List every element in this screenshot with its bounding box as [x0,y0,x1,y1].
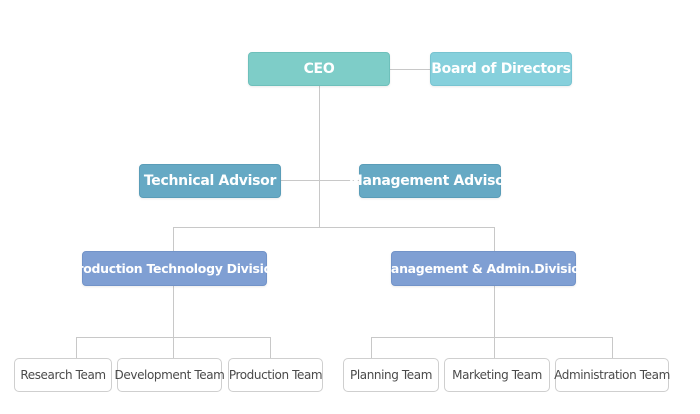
planning-team-box: Planning Team [343,358,439,392]
technical-advisor-box: Technical Advisor [139,164,281,198]
research-team-box: Research Team [14,358,112,392]
administration-team-box: Administration Team [554,358,670,392]
board-of-directors-box: Board of Directors [430,52,572,86]
marketing-team-box: Marketing Team [444,358,550,392]
production-technology-division-box: Production Technology Division [68,251,281,286]
development-team-box: Development Team [115,358,225,392]
management-admin-division-box: Management & Admin.Division [379,251,589,286]
ceo-box: CEO [248,52,390,86]
production-team-box: Production Team [228,358,323,392]
management-advisor-box: Management Advisor [349,164,511,198]
